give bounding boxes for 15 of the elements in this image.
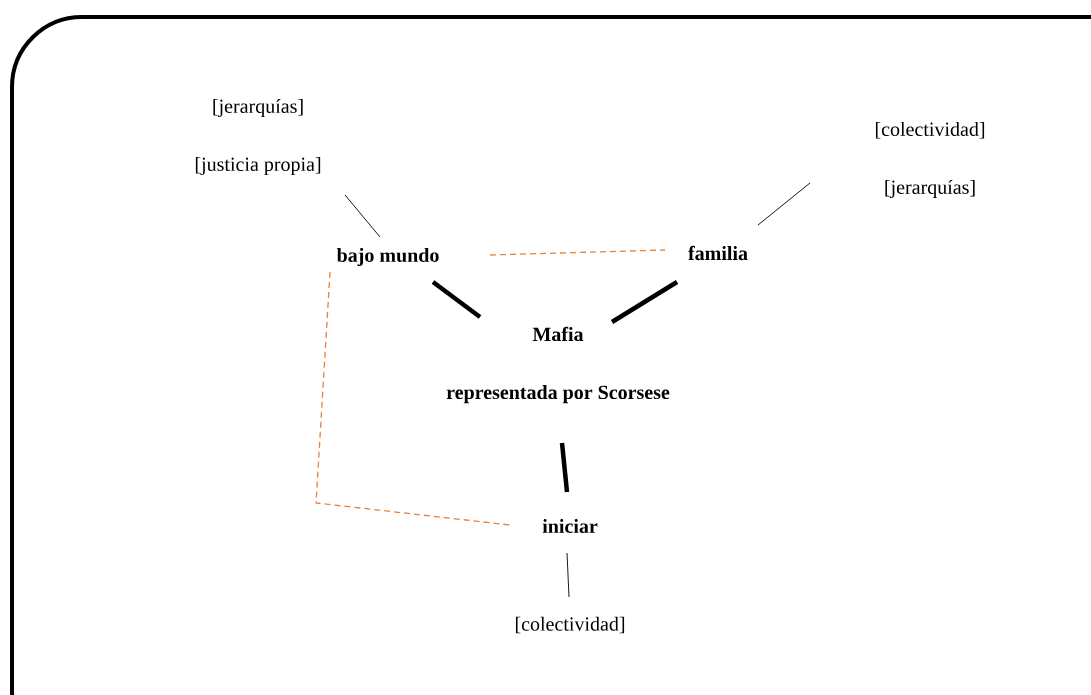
connector-line: [610, 280, 679, 324]
keyword-label: [jerarquías] [justicia propia]: [195, 98, 321, 176]
concept-label: familia: [688, 245, 748, 261]
connector-line: [344, 194, 381, 238]
keyword-label: [colectividad] [jerarquías]: [875, 121, 985, 199]
concept-label: bajo mundo: [336, 247, 439, 267]
dashed-line: [315, 271, 511, 526]
connector-line: [757, 182, 811, 226]
concept-label: iniciar: [542, 518, 598, 533]
connector-line: [559, 442, 570, 493]
keyword-label: [colectividad]: [515, 616, 625, 634]
connector-line: [566, 552, 570, 598]
dashed-line: [489, 249, 666, 256]
concept-label: Mafia representada por Scorsese: [446, 326, 670, 404]
connector-line: [431, 280, 482, 319]
